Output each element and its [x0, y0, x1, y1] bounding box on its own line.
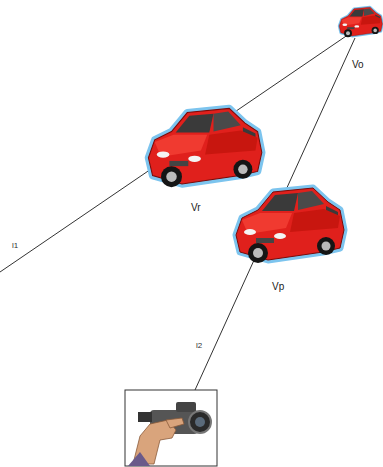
car-label: Vr: [191, 203, 201, 213]
car-icon: [339, 7, 382, 37]
camera-icon: [125, 390, 217, 466]
line-label: l2: [196, 342, 202, 350]
car-icon: [148, 108, 261, 187]
sight-line: [0, 30, 355, 272]
sight-line: [195, 38, 355, 390]
line-label: l1: [12, 242, 18, 250]
car-icon: [236, 188, 344, 263]
car-label: Vp: [272, 282, 284, 292]
car-label: Vo: [352, 60, 364, 70]
